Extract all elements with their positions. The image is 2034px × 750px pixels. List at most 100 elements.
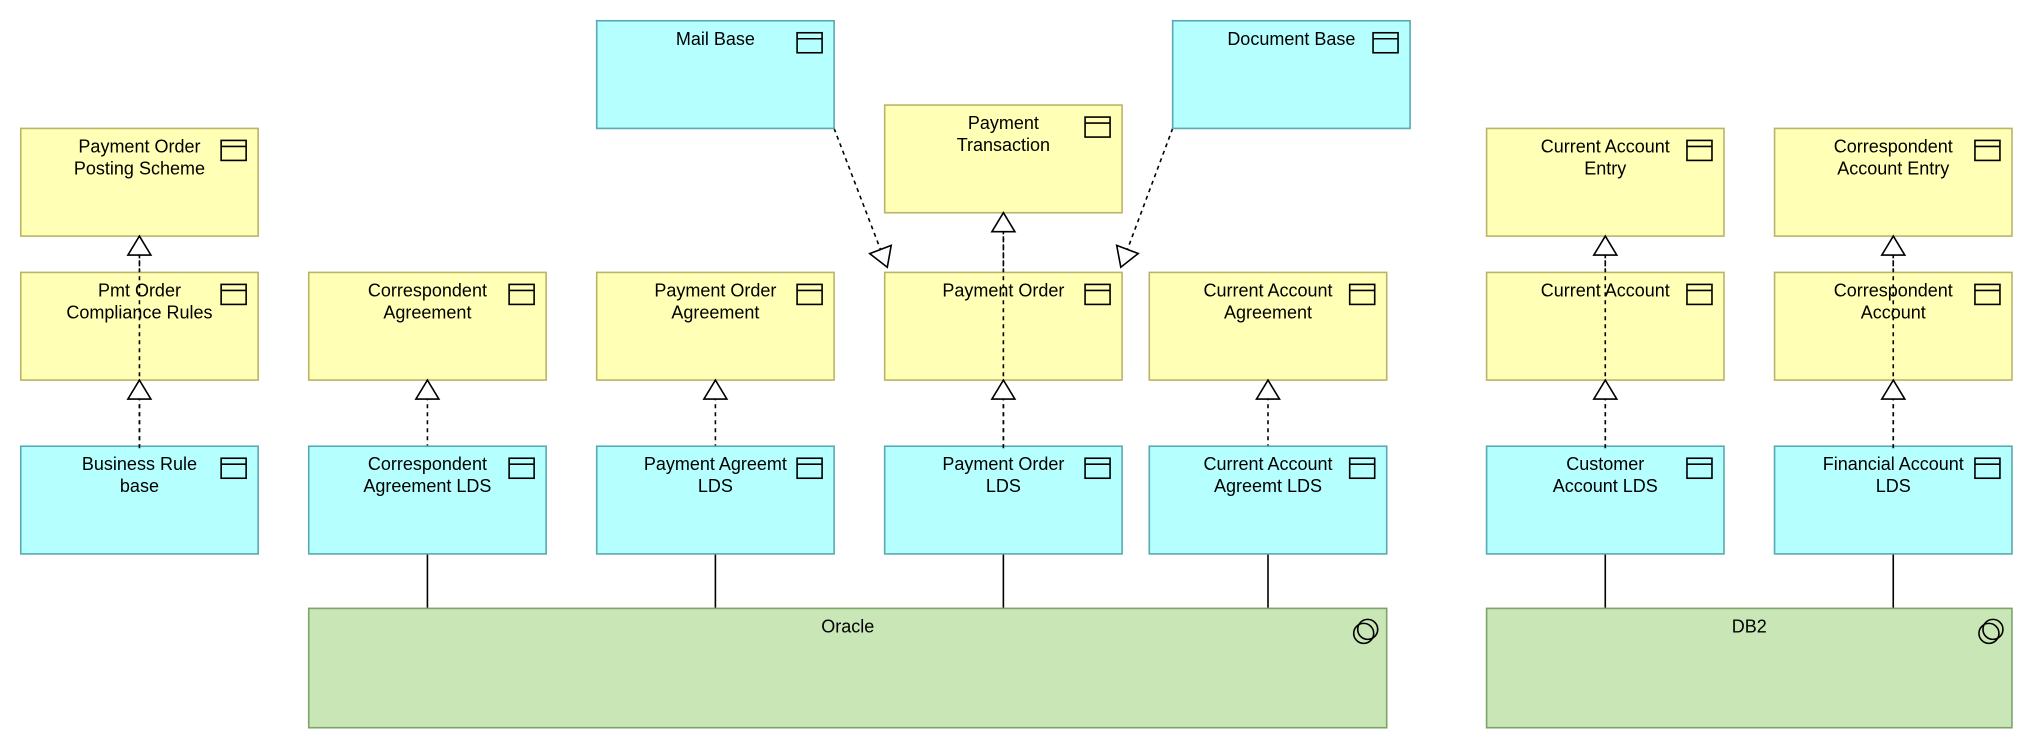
realization-arrowhead — [1115, 244, 1140, 269]
current-account-agreement-box[interactable] — [1148, 271, 1388, 381]
data-object-icon — [796, 283, 823, 306]
data-object-icon — [1974, 283, 2001, 306]
artifact-icon — [1372, 31, 1399, 54]
realization-arrowhead — [1880, 234, 1907, 256]
document-base-box[interactable] — [1171, 19, 1411, 130]
realization-line — [833, 128, 882, 250]
customer-account-lds-label: Customer — [1566, 454, 1644, 474]
current-account-entry-label: Entry — [1584, 158, 1626, 178]
realization-arrowhead — [1592, 378, 1619, 400]
pmt-order-compliance-rules-label: Compliance Rules — [66, 302, 212, 322]
financial-account-lds-label: Financial Account — [1823, 454, 1964, 474]
payment-order-lds-label: LDS — [986, 476, 1021, 496]
current-account-entry-label: Current Account — [1541, 136, 1670, 156]
correspondent-agreement-lds-label: Agreement LDS — [363, 476, 491, 496]
data-object-icon — [1686, 283, 1713, 306]
data-object-icon — [220, 283, 247, 306]
realization-arrowhead — [990, 211, 1017, 233]
pmt-order-compliance-rules-label: Pmt Order — [98, 280, 181, 300]
business-rule-base-label: Business Rule — [82, 454, 197, 474]
nodes-layer: Mail Base Document BasePaymentTransaction… — [19, 19, 2013, 729]
payment-agreemt-lds-box[interactable] — [595, 445, 835, 555]
artifact-icon — [508, 457, 535, 480]
data-object-icon — [508, 283, 535, 306]
artifact-icon — [220, 457, 247, 480]
artifact-icon — [1686, 457, 1713, 480]
document-base-node[interactable]: Document Base — [1171, 19, 1411, 130]
payment-agreemt-lds-label: Payment Agreemt — [644, 454, 787, 474]
business-rule-base-label: base — [120, 476, 159, 496]
payment-transaction-label: Payment — [968, 113, 1039, 133]
db2-box[interactable] — [1485, 607, 2013, 729]
correspondent-agreement-box[interactable] — [307, 271, 547, 381]
system-software-icon — [1352, 618, 1379, 645]
artifact-icon — [1084, 457, 1111, 480]
realization-arrowhead — [126, 378, 153, 400]
current-account-agreement-label: Agreement — [1224, 302, 1312, 322]
data-object-icon — [1348, 283, 1376, 306]
artifact-icon — [1974, 457, 2001, 480]
data-object-icon — [1974, 139, 2001, 162]
data-object-icon — [220, 139, 247, 162]
db2-label: DB2 — [1732, 616, 1767, 636]
mail-base-node[interactable]: Mail Base — [595, 19, 835, 130]
system-software-icon — [1978, 618, 2004, 645]
realization-arrowhead — [1255, 378, 1281, 400]
payment-transaction-label: Transaction — [957, 135, 1050, 155]
oracle-node[interactable]: Oracle — [307, 607, 1388, 729]
payment-order-posting-scheme-box[interactable] — [19, 127, 259, 237]
realization-line — [1126, 128, 1174, 250]
artifact-icon — [1348, 457, 1376, 480]
current-account-agreement-label: Current Account — [1203, 280, 1332, 300]
financial-account-lds-label: LDS — [1876, 476, 1911, 496]
correspondent-account-label: Account — [1861, 302, 1926, 322]
document-base-label: Document Base — [1227, 29, 1355, 49]
current-account-agreemt-lds-box[interactable] — [1148, 445, 1388, 555]
correspondent-account-entry-label: Correspondent — [1834, 136, 1953, 156]
data-object-icon — [1084, 283, 1111, 306]
correspondent-account-entry-box[interactable] — [1773, 127, 2013, 237]
correspondent-agreement-lds-label: Correspondent — [368, 454, 487, 474]
artifact-icon — [796, 457, 823, 480]
realization-arrowhead — [126, 234, 153, 256]
oracle-box[interactable] — [307, 607, 1388, 729]
passthrough-lines-layer — [126, 211, 1907, 449]
payment-order-agreement-box[interactable] — [595, 271, 835, 381]
db2-node[interactable]: DB2 — [1485, 607, 2013, 729]
payment-agreemt-lds-label: LDS — [698, 476, 733, 496]
mail-base-box[interactable] — [595, 19, 835, 130]
realization-arrowhead — [1880, 378, 1907, 400]
payment-order-posting-scheme-label: Posting Scheme — [74, 158, 205, 178]
realization-mail-base-to-payment-order[interactable] — [833, 128, 893, 269]
current-account-agreemt-lds-label: Agreemt LDS — [1214, 476, 1322, 496]
payment-order-lds-box[interactable] — [883, 445, 1123, 555]
correspondent-account-entry-label: Account Entry — [1837, 158, 1949, 178]
current-account-agreemt-lds-label: Current Account — [1203, 454, 1332, 474]
realization-arrowhead — [1592, 234, 1619, 256]
realization-arrowhead — [868, 244, 893, 269]
payment-order-agreement-label: Agreement — [671, 302, 759, 322]
payment-order-label: Payment Order — [942, 280, 1064, 300]
payment-order-posting-scheme-label: Payment Order — [78, 136, 200, 156]
realization-arrowhead — [414, 378, 441, 400]
customer-account-lds-box[interactable] — [1485, 445, 1725, 555]
current-account-entry-box[interactable] — [1485, 127, 1725, 237]
correspondent-agreement-lds-box[interactable] — [307, 445, 547, 555]
business-rule-base-box[interactable] — [19, 445, 259, 555]
realization-document-base-to-payment-order[interactable] — [1115, 128, 1174, 269]
financial-account-lds-box[interactable] — [1773, 445, 2013, 555]
